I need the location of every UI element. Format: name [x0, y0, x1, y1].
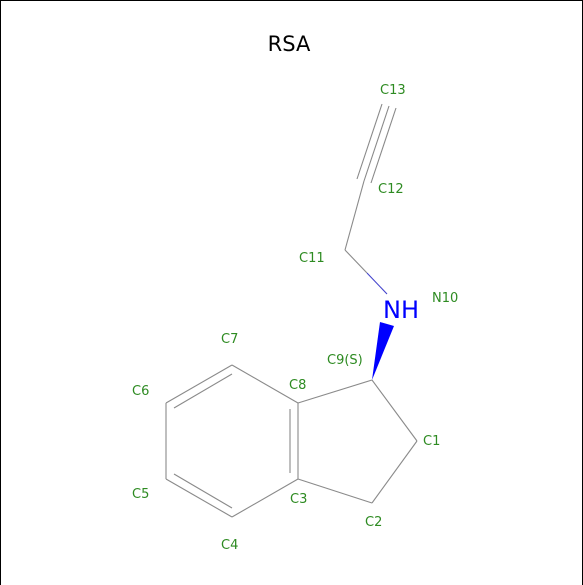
label-c9: C9(S) — [327, 353, 363, 368]
label-c5: C5 — [132, 487, 149, 502]
bond-c11-n10-gray — [344, 249, 368, 274]
bond-c5-c4-inner — [173, 473, 233, 509]
label-c6: C6 — [132, 384, 149, 399]
label-c13: C13 — [380, 83, 406, 98]
label-c11: C11 — [299, 251, 325, 266]
bond-c12-c11 — [344, 180, 365, 251]
label-c12: C12 — [378, 182, 404, 197]
bond-c7-c6 — [165, 364, 233, 404]
bond-c9-c8 — [297, 379, 373, 404]
bond-c4-c3 — [231, 478, 299, 518]
label-c8: C8 — [289, 378, 306, 393]
bond-c1-c2 — [371, 440, 418, 504]
bond-c2-c3 — [297, 478, 373, 504]
label-c4: C4 — [221, 538, 238, 553]
label-c1: C1 — [423, 434, 440, 449]
bond-c5-c4 — [165, 478, 233, 518]
molecule-title: RSA — [268, 32, 311, 56]
triple-bond-c12-c13 — [356, 103, 397, 184]
bond-c11-n10-blue — [366, 272, 388, 295]
label-n10: N10 — [432, 291, 458, 306]
bond-c7-c6-inner — [173, 373, 233, 409]
wedge-bond-c9-n10 — [372, 322, 394, 380]
bond-c8-c7 — [231, 364, 299, 404]
label-c2: C2 — [365, 515, 382, 530]
label-c3: C3 — [290, 492, 307, 507]
atom-nh: NH — [383, 296, 419, 324]
label-c7: C7 — [221, 332, 238, 347]
bond-c9-c1 — [371, 379, 418, 442]
